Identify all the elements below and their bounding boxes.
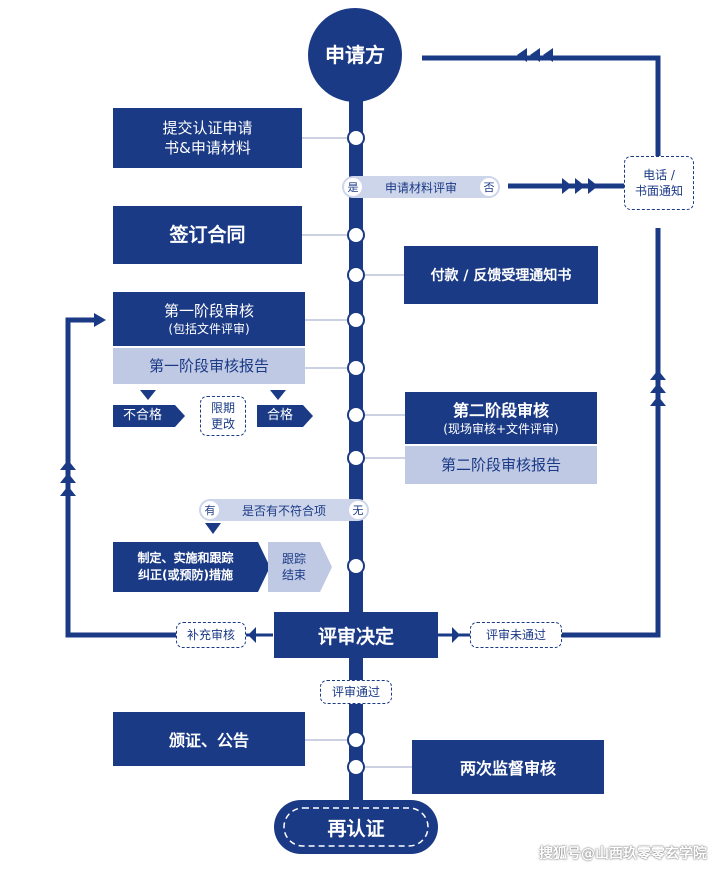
corrective-arrow xyxy=(258,542,270,592)
tracking-end-arrow xyxy=(320,542,332,592)
stage1-subtitle: (包括文件评审) xyxy=(168,322,250,336)
review-label: 申请材料评审 xyxy=(384,180,457,195)
stage2-title: 第二阶段审核 xyxy=(452,400,549,420)
notify-box: 电话 / 书面通知 xyxy=(624,156,694,210)
certify-box: 颁证、公告 xyxy=(113,712,305,766)
payment-box: 付款 / 反馈受理通知书 xyxy=(404,246,598,304)
stage2-audit-box: 第二阶段审核 (现场审核+文件评审) xyxy=(405,392,597,444)
recertify-shape xyxy=(274,800,438,854)
fail-tag: 不合格 xyxy=(113,405,175,427)
review-yes: 是 xyxy=(344,178,362,196)
applicant-node: 申请方 xyxy=(325,43,385,67)
surveillance-audit-box: 两次监督审核 xyxy=(412,740,604,794)
nonconformity-label: 是否有不符合项 xyxy=(241,503,326,518)
corrective-action-box: 制定、实施和跟踪 纠正(或预防)措施 xyxy=(113,542,258,592)
contract-box: 签订合同 xyxy=(113,206,302,264)
nonconformity-pill: 有 是否有不符合项 无 xyxy=(199,499,369,521)
recertify-node: 再认证 xyxy=(327,817,385,840)
stage2-report-box: 第二阶段审核报告 xyxy=(405,446,597,484)
nonconformity-yes: 有 xyxy=(201,501,219,519)
not-passed-box: 评审未通过 xyxy=(470,622,562,648)
nonconformity-no: 无 xyxy=(349,501,367,519)
stage1-title: 第一阶段审核 xyxy=(163,302,254,320)
deadline-change-box: 限期 更改 xyxy=(200,396,246,436)
passed-box: 评审通过 xyxy=(320,680,392,704)
supplementary-audit-box: 补充审核 xyxy=(176,622,246,648)
pass-tag: 合格 xyxy=(257,405,303,427)
decision-box: 评审决定 xyxy=(274,612,438,658)
submit-application-box: 提交认证申请 书&申请材料 xyxy=(113,108,302,168)
tracking-end-box: 跟踪 结束 xyxy=(268,542,320,592)
review-no: 否 xyxy=(480,178,498,196)
stage2-subtitle: (现场审核+文件评审) xyxy=(443,421,559,436)
stage1-audit-box: 第一阶段审核 (包括文件评审) xyxy=(113,292,305,346)
applicant-circle xyxy=(308,8,402,102)
stage1-report-box: 第一阶段审核报告 xyxy=(113,348,305,384)
pass-tag-arrow xyxy=(303,405,313,427)
watermark: 搜狐号@山西玖零零玄学院 xyxy=(539,846,707,862)
fail-tag-arrow xyxy=(175,405,185,427)
review-materials-pill: 是 申请材料评审 否 xyxy=(342,176,500,198)
